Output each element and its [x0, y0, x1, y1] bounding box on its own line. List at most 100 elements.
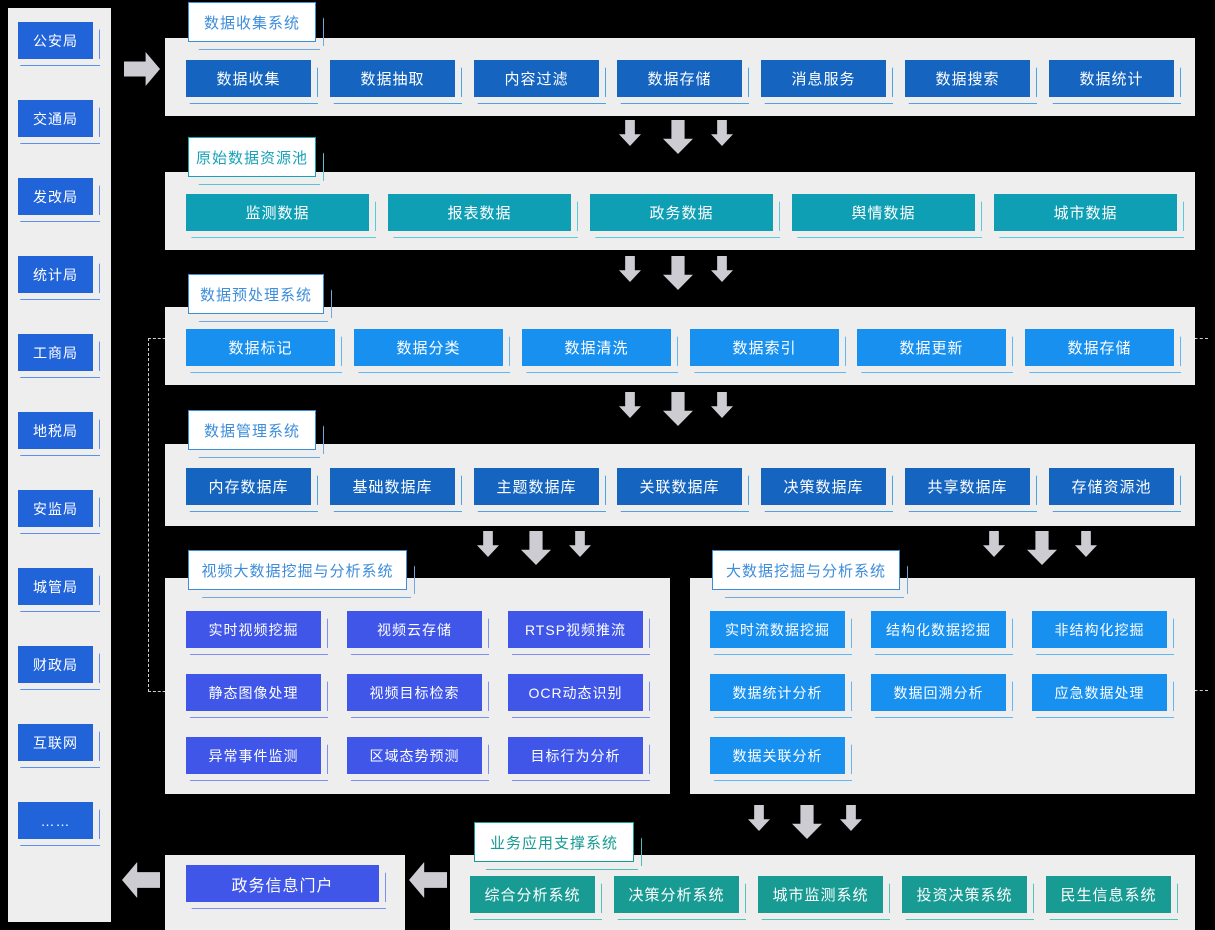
node-3d-bottom	[710, 709, 852, 718]
node-business-2[interactable]: 城市监测系统	[758, 876, 890, 920]
node-collect-6[interactable]: 数据统计	[1049, 60, 1181, 104]
node-3d-bottom	[474, 95, 606, 104]
node-bigdata-1[interactable]: 结构化数据挖掘	[871, 611, 1013, 655]
node-manage-4[interactable]: 决策数据库	[761, 468, 893, 512]
flow-arrow-preprocess-to-manage-1	[663, 392, 693, 426]
node-label: 城市监测系统	[758, 876, 883, 913]
tab-3d-side	[633, 827, 642, 866]
node-label: 发改局	[18, 178, 93, 215]
node-3d-bottom	[18, 603, 100, 612]
node-manage-2[interactable]: 主题数据库	[474, 468, 606, 512]
node-3d-bottom	[1032, 646, 1174, 655]
node-3d-bottom	[186, 95, 318, 104]
sidebar-item-8[interactable]: 财政局	[18, 646, 100, 690]
node-label: 数据索引	[690, 329, 839, 366]
node-video-6[interactable]: 异常事件监测	[186, 737, 328, 781]
section-tab-label: 业务应用支撑系统	[489, 834, 618, 852]
node-collect-3[interactable]: 数据存储	[617, 60, 749, 104]
node-video-2[interactable]: RTSP视频推流	[508, 611, 650, 655]
node-preprocess-1[interactable]: 数据分类	[354, 329, 510, 373]
node-3d-bottom	[388, 229, 578, 238]
tab-3d-side	[315, 415, 324, 454]
node-video-3[interactable]: 静态图像处理	[186, 674, 328, 718]
node-bigdata-2[interactable]: 非结构化挖掘	[1032, 611, 1174, 655]
node-preprocess-3[interactable]: 数据索引	[690, 329, 846, 373]
node-3d-bottom	[902, 911, 1034, 920]
node-label: RTSP视频推流	[508, 611, 643, 648]
node-label: 数据存储	[1025, 329, 1174, 366]
node-rawpool-3[interactable]: 舆情数据	[792, 194, 982, 238]
node-bigdata-6[interactable]: 数据关联分析	[710, 737, 852, 781]
node-manage-1[interactable]: 基础数据库	[330, 468, 462, 512]
tab-3d-bottom	[194, 176, 320, 185]
node-video-1[interactable]: 视频云存储	[347, 611, 489, 655]
node-bigdata-3[interactable]: 数据统计分析	[710, 674, 852, 718]
node-label: 数据搜索	[905, 60, 1030, 97]
node-label: 数据分类	[354, 329, 503, 366]
node-3d-bottom	[614, 911, 746, 920]
node-manage-3[interactable]: 关联数据库	[617, 468, 749, 512]
node-video-8[interactable]: 目标行为分析	[508, 737, 650, 781]
node-label: 安监局	[18, 490, 93, 527]
sidebar-item-5[interactable]: 地税局	[18, 412, 100, 456]
tab-3d-side	[315, 142, 324, 181]
sidebar-item-7[interactable]: 城管局	[18, 568, 100, 612]
node-collect-1[interactable]: 数据抽取	[330, 60, 462, 104]
node-manage-5[interactable]: 共享数据库	[905, 468, 1037, 512]
node-label: 视频目标检索	[347, 674, 482, 711]
node-bigdata-4[interactable]: 数据回溯分析	[871, 674, 1013, 718]
node-3d-bottom	[857, 364, 1013, 373]
node-label: 实时流数据挖掘	[710, 611, 845, 648]
node-preprocess-0[interactable]: 数据标记	[186, 329, 342, 373]
node-rawpool-1[interactable]: 报表数据	[388, 194, 578, 238]
node-manage-6[interactable]: 存储资源池	[1049, 468, 1181, 512]
node-portal-0[interactable]: 政务信息门户	[186, 865, 386, 909]
outbound-arrow-mid-icon	[409, 862, 447, 898]
node-preprocess-2[interactable]: 数据清洗	[522, 329, 678, 373]
node-rawpool-0[interactable]: 监测数据	[186, 194, 376, 238]
node-collect-5[interactable]: 数据搜索	[905, 60, 1037, 104]
node-label: 结构化数据挖掘	[871, 611, 1006, 648]
node-3d-bottom	[186, 709, 328, 718]
section-tab-manage: 数据管理系统	[188, 410, 324, 458]
section-tab-label: 数据预处理系统	[199, 286, 312, 304]
node-collect-4[interactable]: 消息服务	[761, 60, 893, 104]
node-video-4[interactable]: 视频目标检索	[347, 674, 489, 718]
node-bigdata-0[interactable]: 实时流数据挖掘	[710, 611, 852, 655]
tab-3d-bottom	[194, 313, 328, 322]
node-label: 应急数据处理	[1032, 674, 1167, 711]
flow-arrow-collect-to-pool-1	[663, 120, 693, 154]
sidebar-item-10[interactable]: ……	[18, 802, 100, 846]
tab-3d-bottom	[194, 41, 320, 50]
sidebar-item-0[interactable]: 公安局	[18, 22, 100, 66]
sidebar-item-9[interactable]: 互联网	[18, 724, 100, 768]
node-collect-2[interactable]: 内容过滤	[474, 60, 606, 104]
sidebar-item-4[interactable]: 工商局	[18, 334, 100, 378]
node-video-7[interactable]: 区域态势预测	[347, 737, 489, 781]
node-label: 数据存储	[617, 60, 742, 97]
flow-arrow-manage-to-video-2	[569, 531, 591, 557]
sidebar-item-6[interactable]: 安监局	[18, 490, 100, 534]
node-business-0[interactable]: 综合分析系统	[470, 876, 602, 920]
node-business-4[interactable]: 民生信息系统	[1046, 876, 1178, 920]
node-bigdata-5[interactable]: 应急数据处理	[1032, 674, 1174, 718]
node-business-1[interactable]: 决策分析系统	[614, 876, 746, 920]
node-video-0[interactable]: 实时视频挖掘	[186, 611, 328, 655]
node-preprocess-4[interactable]: 数据更新	[857, 329, 1013, 373]
node-manage-0[interactable]: 内存数据库	[186, 468, 318, 512]
node-preprocess-5[interactable]: 数据存储	[1025, 329, 1181, 373]
sidebar-item-1[interactable]: 交通局	[18, 100, 100, 144]
node-3d-bottom	[710, 772, 852, 781]
node-rawpool-4[interactable]: 城市数据	[994, 194, 1184, 238]
node-video-5[interactable]: OCR动态识别	[508, 674, 650, 718]
node-3d-bottom	[18, 135, 100, 144]
node-label: 互联网	[18, 724, 93, 761]
node-business-3[interactable]: 投资决策系统	[902, 876, 1034, 920]
sidebar-item-3[interactable]: 统计局	[18, 256, 100, 300]
node-collect-0[interactable]: 数据收集	[186, 60, 318, 104]
sidebar-item-2[interactable]: 发改局	[18, 178, 100, 222]
section-tab-business: 业务应用支撑系统	[474, 822, 642, 870]
node-label: 政务数据	[590, 194, 773, 231]
node-3d-bottom	[186, 772, 328, 781]
node-rawpool-2[interactable]: 政务数据	[590, 194, 780, 238]
